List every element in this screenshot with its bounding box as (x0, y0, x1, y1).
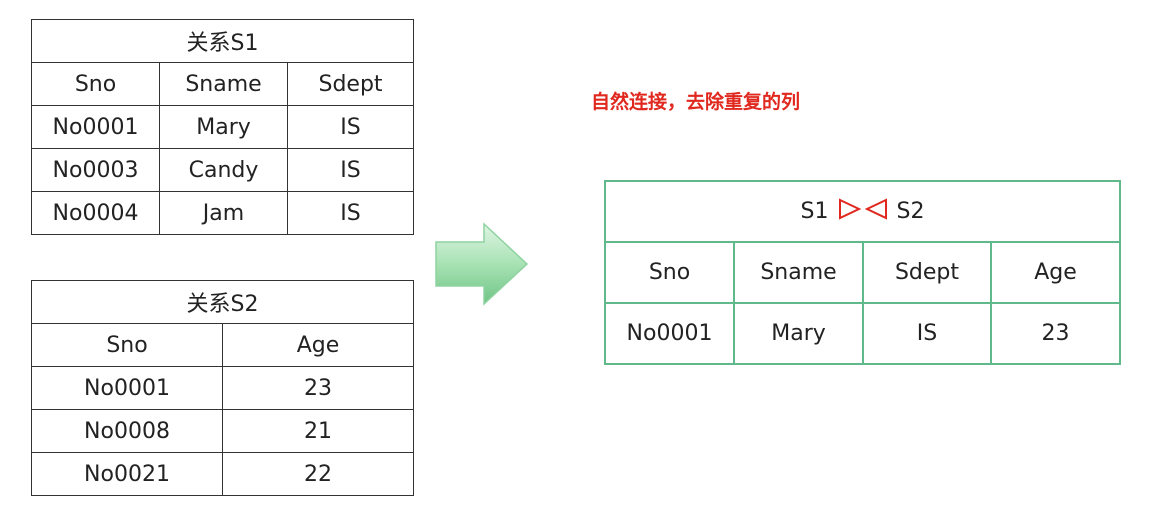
table-header-row: Sno Age (31, 323, 414, 367)
table-title-row: S1 S2 (604, 180, 1121, 243)
column-header: Sno (31, 62, 160, 106)
column-header: Age (222, 323, 414, 367)
table-header-row: Sno Sname Sdept Age (604, 241, 1121, 304)
table-row: No0004 Jam IS (31, 191, 415, 235)
table-cell: IS (286, 191, 415, 235)
relation-s1-table: 关系S1 Sno Sname Sdept No0001 Mary IS No00… (30, 19, 415, 235)
relation-s2-title: 关系S2 (31, 280, 414, 324)
table-cell: No0001 (31, 105, 160, 149)
left-operand: S1 (800, 199, 829, 224)
table-row: No0003 Candy IS (31, 148, 415, 192)
table-row: No0008 21 (31, 409, 414, 453)
column-header: Sname (733, 241, 864, 304)
right-arrow-icon (434, 222, 530, 310)
table-cell: 23 (222, 366, 414, 410)
table-cell: No0003 (31, 148, 160, 192)
table-cell: No0004 (31, 191, 160, 235)
table-row: No0001 23 (31, 366, 414, 410)
table-cell: IS (862, 302, 992, 365)
table-cell: 21 (222, 409, 414, 453)
right-operand: S2 (896, 199, 925, 224)
column-header: Sdept (862, 241, 992, 304)
natural-join-icon (837, 197, 889, 227)
table-title-row: 关系S1 (30, 19, 415, 63)
table-row: No0001 Mary IS (31, 105, 415, 149)
relation-s2-table: 关系S2 Sno Age No0001 23 No0008 21 No0021 … (31, 280, 414, 496)
table-row: No0001 Mary IS 23 (604, 302, 1121, 365)
table-cell: Candy (159, 148, 288, 192)
table-cell: No0001 (604, 302, 735, 365)
table-cell: IS (286, 148, 415, 192)
column-header: Sdept (286, 62, 415, 106)
table-cell: No0008 (31, 409, 223, 453)
table-cell: IS (286, 105, 415, 149)
table-cell: Mary (159, 105, 288, 149)
result-table: S1 S2 Sno Sname Sdept Age No0001 Mary IS… (604, 180, 1121, 365)
table-cell: No0021 (31, 452, 223, 496)
column-header: Sno (31, 323, 223, 367)
table-cell: 23 (990, 302, 1121, 365)
column-header: Sno (604, 241, 735, 304)
table-cell: No0001 (31, 366, 223, 410)
result-title: S1 S2 (604, 180, 1121, 243)
column-header: Sname (159, 62, 288, 106)
annotation-note: 自然连接，去除重复的列 (591, 91, 801, 113)
table-cell: Mary (733, 302, 864, 365)
table-title-row: 关系S2 (31, 280, 414, 324)
table-header-row: Sno Sname Sdept (31, 62, 415, 106)
table-row: No0021 22 (31, 452, 414, 496)
column-header: Age (990, 241, 1121, 304)
table-cell: Jam (159, 191, 288, 235)
relation-s1-title: 关系S1 (30, 19, 415, 63)
table-cell: 22 (222, 452, 414, 496)
